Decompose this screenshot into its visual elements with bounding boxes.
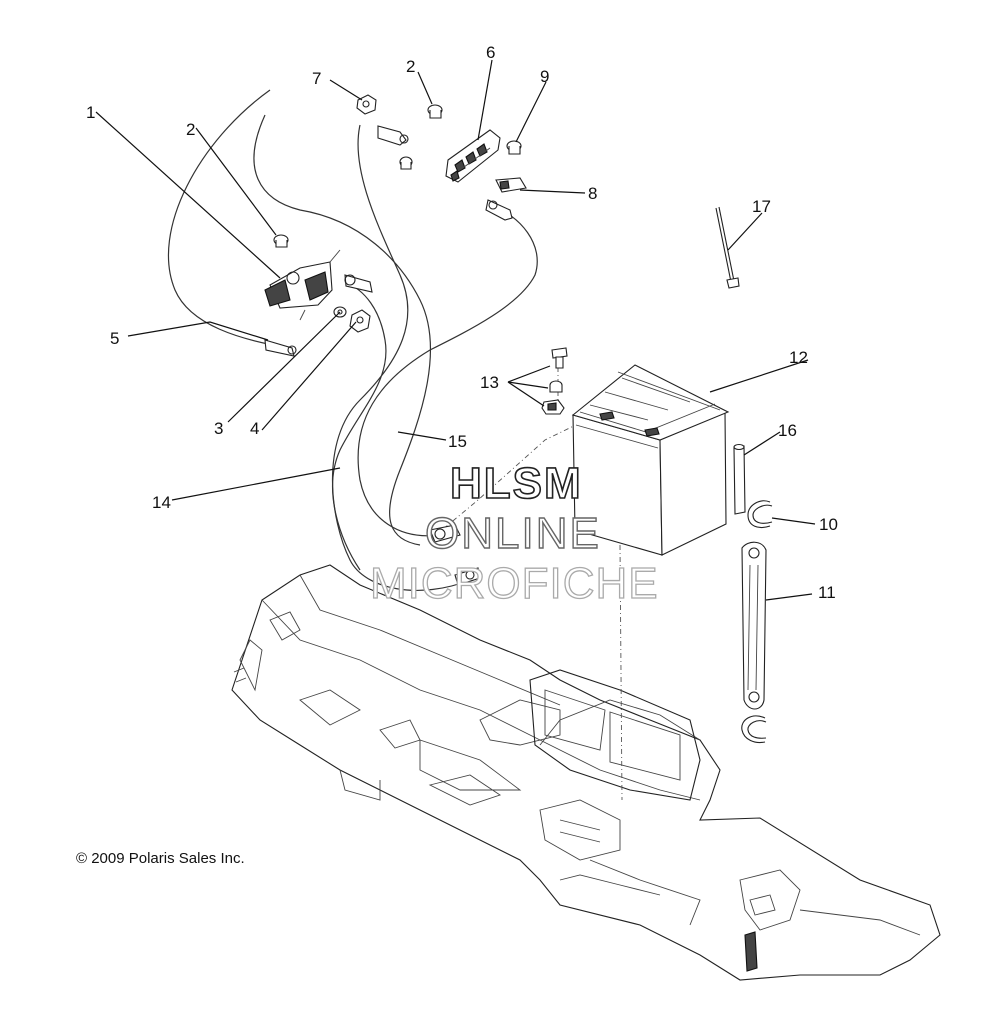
wiring-harness: [167, 89, 432, 546]
callout-1: 1: [86, 103, 95, 122]
callout-14: 14: [152, 493, 171, 512]
battery: [571, 364, 730, 556]
callout-16: 16: [778, 421, 797, 440]
cable-15: [357, 204, 538, 537]
callout-8: 8: [588, 184, 597, 203]
callout-6: 6: [486, 43, 495, 62]
callout-4: 4: [250, 419, 259, 438]
callout-11: 11: [818, 583, 836, 602]
leader-lines: [95, 59, 816, 601]
cable-14: [331, 124, 471, 591]
callout-5: 5: [110, 329, 119, 348]
terminals: [264, 125, 513, 586]
callout-7: 7: [312, 69, 321, 88]
solenoid-relay: [264, 249, 341, 321]
fasteners: [273, 94, 522, 333]
callout-15: 15: [448, 432, 467, 451]
hardware-13: [541, 347, 568, 415]
callout-2-left: 2: [186, 120, 195, 139]
terminal-clip: [495, 177, 527, 193]
callout-12: 12: [789, 348, 808, 367]
callout-3: 3: [214, 419, 223, 438]
callout-17: 17: [752, 197, 771, 216]
vent-tube: [733, 443, 746, 515]
callout-13: 13: [480, 373, 499, 392]
callout-labels: 1 2 2 3 4 5 6 7 8 9 10 11 12 13 14 15 16…: [86, 43, 838, 602]
callout-2-top: 2: [406, 57, 415, 76]
callout-9: 9: [540, 67, 549, 86]
watermark-line-2: ONLINE: [425, 509, 601, 558]
chassis-frame: [231, 564, 941, 981]
battery-strap: [741, 541, 767, 710]
callout-10: 10: [819, 515, 838, 534]
strap-clips: [741, 500, 773, 744]
copyright-notice: © 2009 Polaris Sales Inc.: [76, 850, 245, 867]
cable-tie: [715, 206, 740, 289]
watermark-line-3: MICROFICHE: [370, 559, 659, 608]
fuse-block: [445, 129, 501, 183]
watermark: HLSM ONLINE MICROFICHE: [369, 458, 659, 608]
watermark-line-1: HLSM: [450, 459, 583, 508]
